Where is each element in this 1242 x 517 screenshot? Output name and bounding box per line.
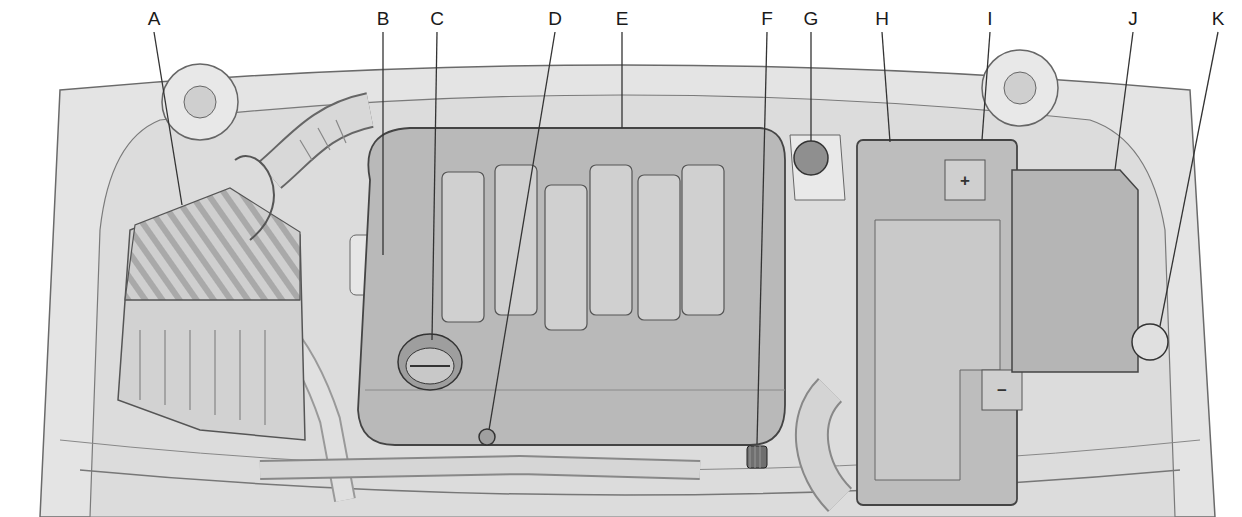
- terminal-symbol: −: [997, 382, 1007, 399]
- callout-letter: G: [804, 9, 819, 28]
- callout-letter: E: [616, 9, 629, 28]
- callout-letter: J: [1128, 9, 1138, 28]
- callout-letter: C: [430, 9, 444, 28]
- callout-letter: A: [148, 9, 161, 28]
- callout-letter: H: [875, 9, 889, 28]
- callout-letter: B: [377, 9, 390, 28]
- callout-letter: D: [548, 9, 562, 28]
- callout-letter: F: [761, 9, 773, 28]
- callout-letter: I: [987, 9, 992, 28]
- callout-letter: K: [1212, 9, 1225, 28]
- terminal-symbol: +: [960, 172, 970, 189]
